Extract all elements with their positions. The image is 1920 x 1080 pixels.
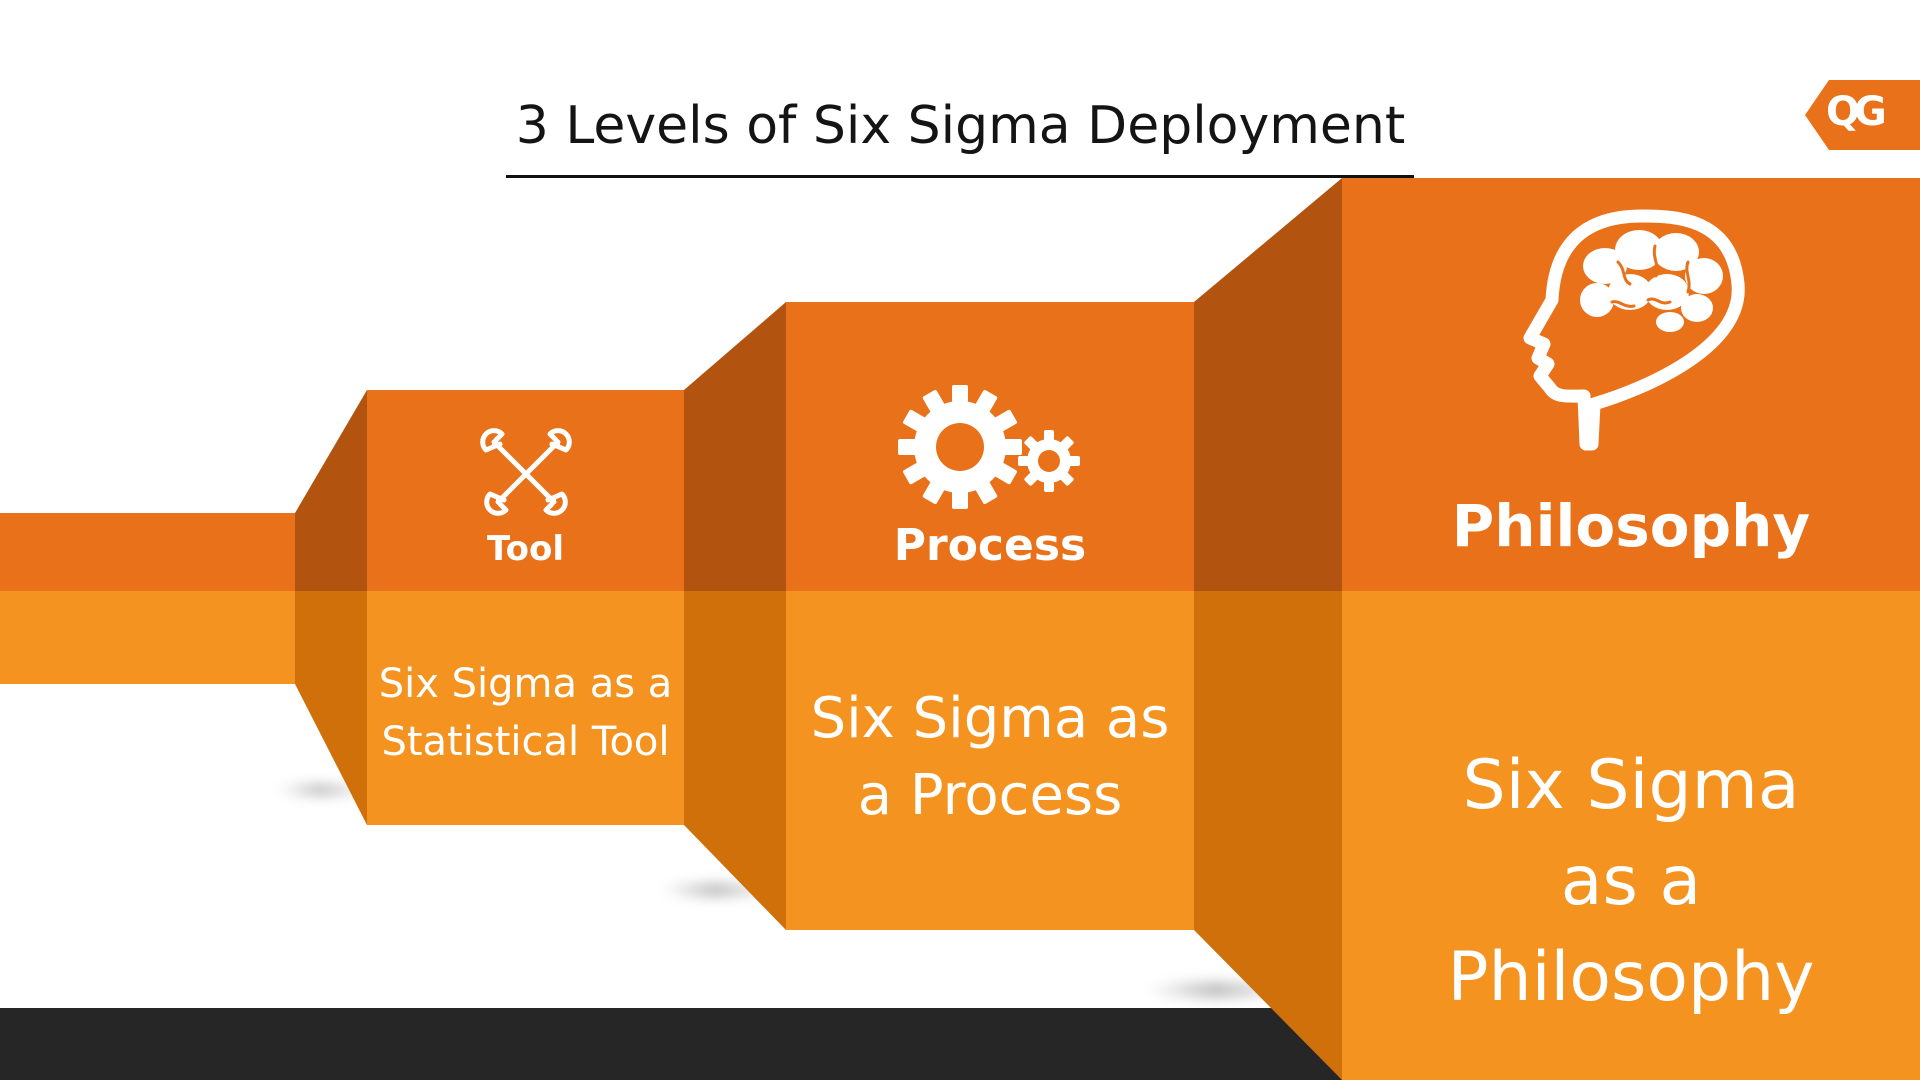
title-underline	[506, 175, 1414, 178]
connector-1-top	[295, 390, 367, 591]
connector-3-top	[1194, 178, 1342, 591]
level-philosophy-title: Philosophy	[1451, 492, 1811, 560]
gears-icon	[898, 385, 1080, 509]
logo-text: QG	[1826, 89, 1887, 135]
brain-head-icon	[1523, 209, 1745, 451]
entry-band-bottom	[0, 591, 295, 684]
connector-3-bottom	[1194, 591, 1342, 1080]
slide-title: 3 Levels of Six Sigma Deployment	[515, 96, 1406, 156]
head-outline	[1523, 209, 1745, 451]
step-tool-bottom	[367, 591, 684, 825]
level-tool-description: Six Sigma as a Statistical Tool	[378, 661, 673, 765]
connector-1-bottom	[295, 591, 367, 825]
step-tool-top	[367, 390, 684, 591]
level-philosophy-description: Six Sigma as a Philosophy	[1447, 746, 1815, 1017]
step-shadow	[660, 883, 770, 897]
connector-2-top	[684, 302, 786, 591]
level-process-description: Six Sigma as a Process	[810, 686, 1170, 828]
level-process-title: Process	[893, 520, 1087, 571]
level-tool-title: Tool	[486, 529, 565, 569]
brain-shape	[1580, 230, 1723, 332]
qg-logo	[1805, 80, 1920, 150]
large-gear-icon	[898, 385, 1022, 509]
connector-2-bottom	[684, 591, 786, 930]
small-gear-icon	[1018, 430, 1080, 492]
crossed-wrenches-icon	[480, 428, 572, 516]
step-process-bottom	[786, 591, 1194, 930]
step-shadow	[275, 784, 365, 796]
step-philosophy-bottom	[1342, 591, 1920, 1080]
entry-band-top	[0, 513, 295, 591]
